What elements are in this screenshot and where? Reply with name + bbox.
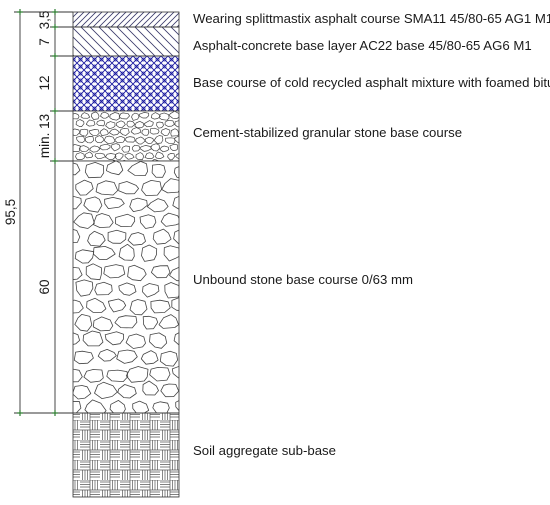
layer-unbound-stone <box>72 160 180 414</box>
dim-asphalt-base: 7 <box>37 38 52 46</box>
layer-cold-recycled <box>72 55 180 112</box>
dim-cement-stabilized: min. 13 <box>37 114 52 158</box>
layer-asphalt-base <box>72 26 180 57</box>
label-asphalt-base: Asphalt-concrete base layer AC22 base 45… <box>193 38 532 53</box>
total-thickness: 95,5 <box>3 199 18 225</box>
dimension-ticks <box>17 9 58 416</box>
dimension-lines <box>14 11 73 414</box>
layer-labels: Wearing splittmastix asphalt course SMA1… <box>193 11 550 458</box>
label-wearing-course: Wearing splittmastix asphalt course SMA1… <box>193 11 550 26</box>
dim-unbound-stone: 60 <box>37 279 52 294</box>
layer-cement-stabilized <box>72 110 180 162</box>
label-unbound-stone: Unbound stone base course 0/63 mm <box>193 272 413 287</box>
dim-cold-recycled: 12 <box>37 75 52 90</box>
label-cold-recycled: Base course of cold recycled asphalt mix… <box>193 75 550 90</box>
layer-column <box>72 11 180 498</box>
dim-wearing-course: 3,5 <box>37 11 52 30</box>
layer-soil-aggregate <box>72 412 180 498</box>
label-soil-aggregate: Soil aggregate sub-base <box>193 443 336 458</box>
layer-wearing-course <box>72 11 180 28</box>
label-cement-stabilized: Cement-stabilized granular stone base co… <box>193 125 462 140</box>
